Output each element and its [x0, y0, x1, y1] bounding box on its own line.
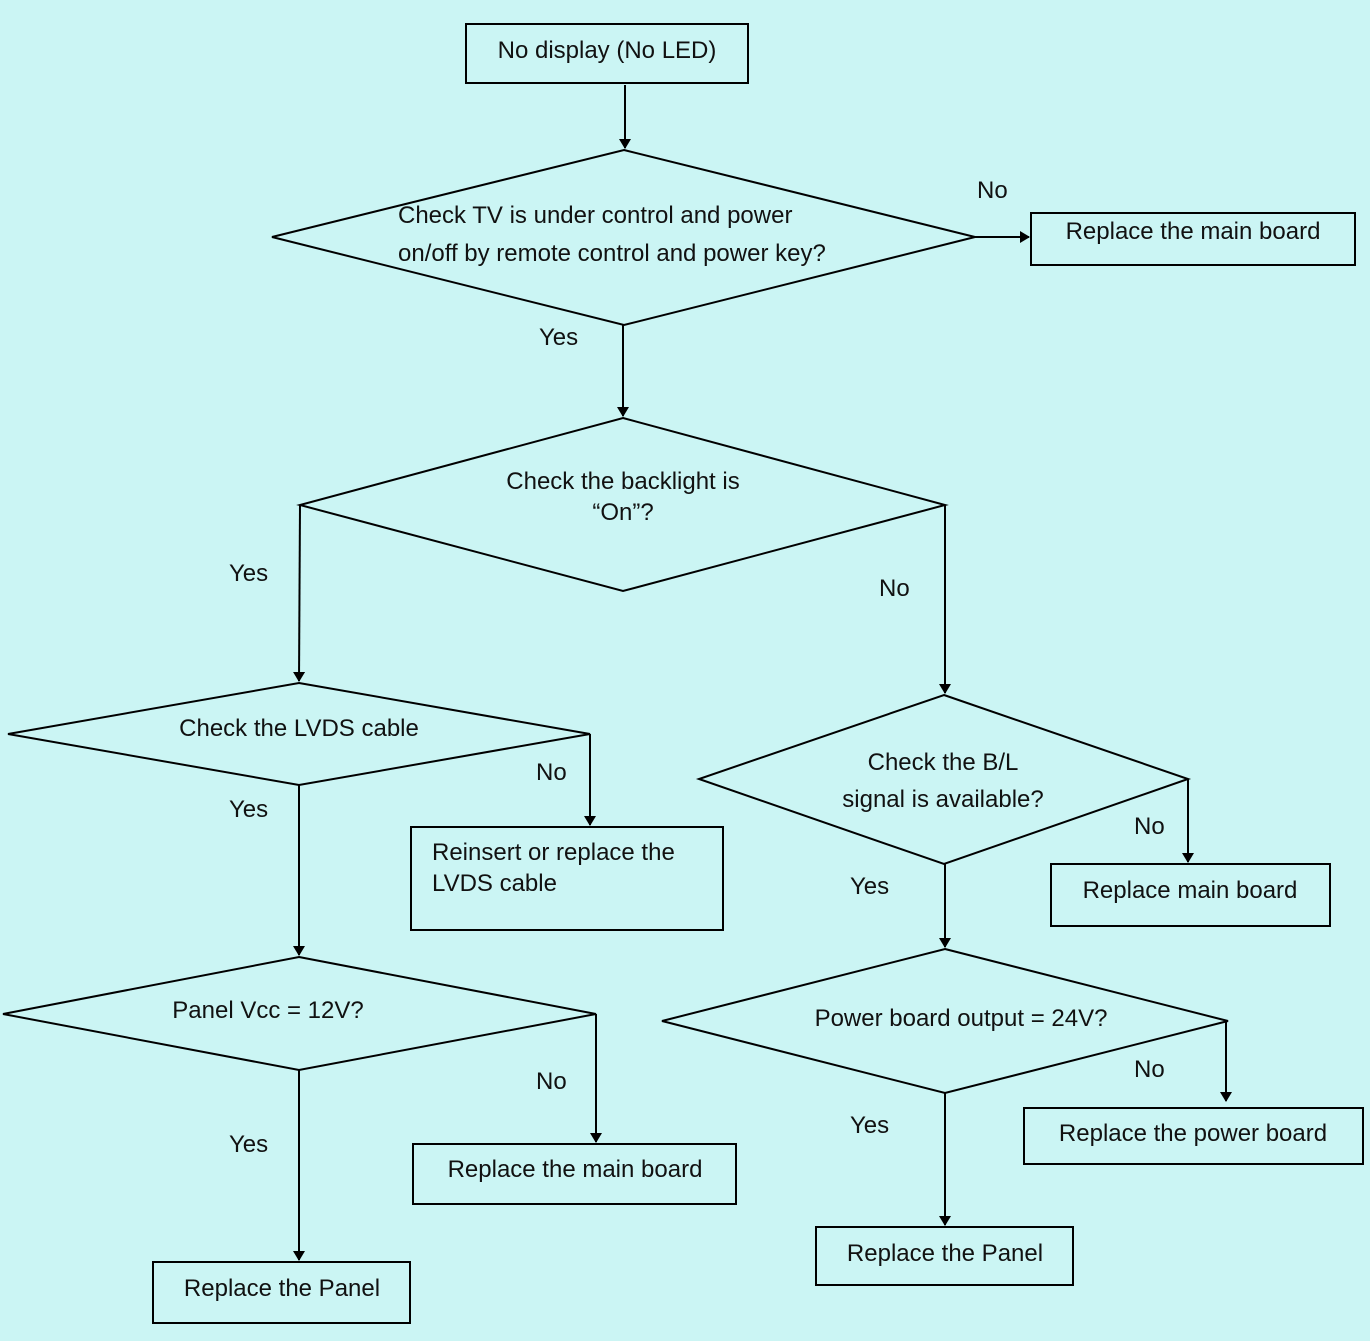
- node-q-bl-signal-text-line2: signal is available?: [842, 786, 1044, 813]
- node-q-bl-signal-shape: [695, 693, 1192, 866]
- node-r-panel2-text: Replace the Panel: [846, 1240, 1044, 1267]
- node-r-panel1-text: Replace the Panel: [183, 1275, 381, 1302]
- edge-label-no: No: [1134, 1056, 1165, 1083]
- edge-label-yes: Yes: [850, 873, 890, 900]
- node-r-power-shape: [1023, 1107, 1364, 1165]
- node-q-lvds-text: Check the LVDS cable: [179, 715, 419, 742]
- node-start-shape: [465, 23, 749, 84]
- node-r-main3-text: Replace main board: [1082, 877, 1298, 904]
- node-r-main1-text: Replace the main board: [1065, 218, 1321, 245]
- node-q-backlight-text-line2: “On”?: [592, 499, 654, 526]
- node-q-backlight-shape: [296, 416, 949, 593]
- edge-label-no: No: [977, 177, 1008, 204]
- node-q-power-text-line2: on/off by remote control and power key?: [398, 240, 826, 267]
- node-q-bl-signal-text-line1: Check the B/L: [867, 749, 1019, 776]
- node-q-power-text-line1: Check TV is under control and power: [398, 202, 793, 229]
- node-q-backlight-text-line1: Check the backlight is: [506, 468, 740, 495]
- edge-label-yes: Yes: [539, 324, 579, 351]
- edge-label-no: No: [879, 575, 910, 602]
- node-r-lvds-text-line2: LVDS cable: [432, 870, 557, 897]
- node-r-power-text: Replace the power board: [1058, 1120, 1328, 1147]
- edge-q-backlight-to-q-lvds: [293, 504, 306, 682]
- node-start-text: No display (No LED): [497, 37, 717, 64]
- node-r-main3-shape: [1050, 863, 1331, 927]
- node-r-panel2-shape: [815, 1226, 1074, 1286]
- node-q-24v-text: Power board output = 24V?: [814, 1005, 1108, 1032]
- edge-label-yes: Yes: [229, 796, 269, 823]
- edge-label-no: No: [536, 759, 567, 786]
- edge-label-yes: Yes: [229, 560, 269, 587]
- node-r-main2-shape: [412, 1143, 737, 1205]
- node-r-main2-text: Replace the main board: [447, 1156, 703, 1183]
- node-r-lvds-text-line1: Reinsert or replace the: [432, 839, 675, 866]
- edge-label-yes: Yes: [850, 1112, 890, 1139]
- node-r-main1-shape: [1030, 212, 1356, 266]
- node-r-panel1-shape: [152, 1261, 411, 1324]
- edge-label-no: No: [536, 1068, 567, 1095]
- edge-label-yes: Yes: [229, 1131, 269, 1158]
- node-q-vcc-text: Panel Vcc = 12V?: [172, 997, 364, 1024]
- node-r-lvds-shape: [410, 826, 724, 931]
- edge-label-no: No: [1134, 813, 1165, 840]
